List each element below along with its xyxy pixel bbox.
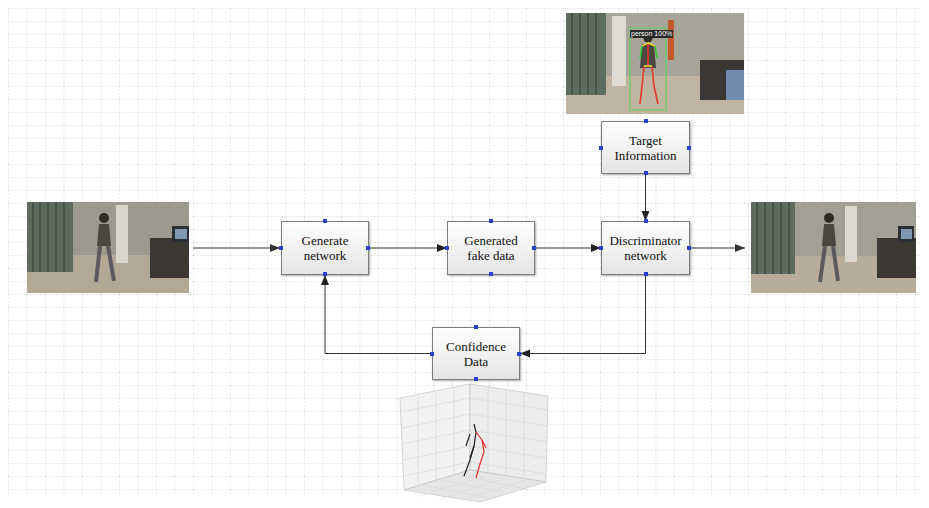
connection-handle [532,246,536,250]
connection-handle [599,146,603,150]
connection-handle [445,246,449,250]
connection-handle [430,352,434,356]
process-box: Target Information [601,121,690,174]
connection-handle [489,219,493,223]
connection-handle [644,119,648,123]
connection-handle [366,246,370,250]
process-box: Generate network [281,221,369,275]
input-arrow [193,248,280,249]
connection-handle [644,272,648,276]
connection-handle [517,352,521,356]
box-label: Confidence Data [437,339,515,369]
connection-handle [687,246,691,250]
output-arrow [690,248,745,249]
flow-arrow [520,275,646,354]
process-box: Confidence Data [432,327,520,380]
flow-arrow [535,248,601,249]
connection-handle [644,219,648,223]
input-photo [27,202,189,293]
process-box: Discriminator network [601,221,690,275]
grid [8,8,920,496]
connection-handle [279,246,283,250]
detection-photo [566,13,744,114]
connection-handle [323,219,327,223]
connection-handle [599,246,603,250]
box-label: Target Information [606,133,685,163]
connection-handle [474,377,478,381]
detection-label: person 100% [630,30,673,38]
connection-handle [323,272,327,276]
output-photo [751,202,916,293]
flow-arrow [369,248,447,249]
connection-handle [644,171,648,175]
process-box: Generated fake data [447,221,535,275]
connection-handle [687,146,691,150]
flow-arrow [645,174,646,221]
box-label: Discriminator network [606,233,685,263]
connection-handle [474,325,478,329]
box-label: Generated fake data [452,233,530,263]
box-label: Generate network [286,233,364,263]
connection-handle [489,272,493,276]
flow-arrow [325,275,432,354]
pose-3d-plot [400,384,548,502]
